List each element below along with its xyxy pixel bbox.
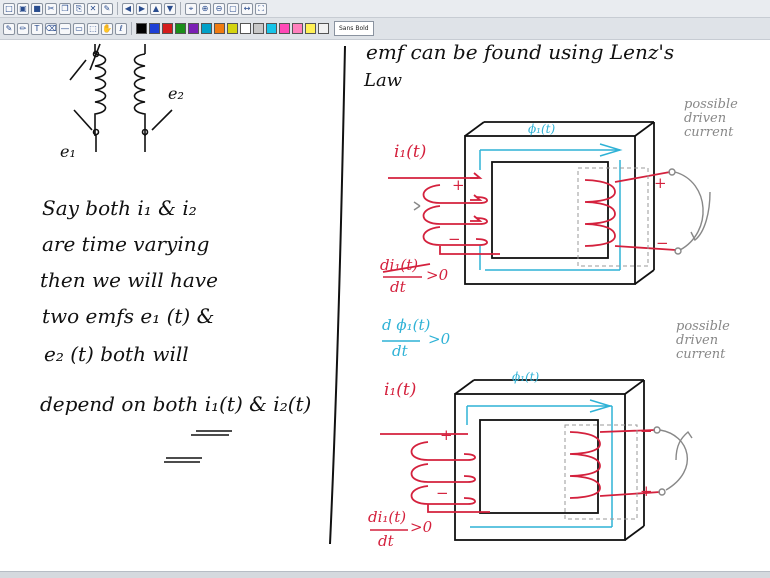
d2-current-label: i₁(t) xyxy=(384,380,417,400)
copy-icon[interactable]: ❐ xyxy=(59,2,71,15)
hand-tool-icon[interactable]: ✋ xyxy=(101,22,113,35)
right-heading-2: Law xyxy=(364,70,403,91)
d1-condition-num: di₁(t) xyxy=(380,256,419,274)
d2-condition-num: di₁(t) xyxy=(368,508,407,526)
coil-label-e1: e₁ xyxy=(60,142,76,161)
toolbar-separator xyxy=(117,2,118,15)
zoom-page-icon[interactable]: ▢ xyxy=(227,2,239,15)
fullscreen-icon[interactable]: ⛶ xyxy=(255,2,267,15)
zoom-width-icon[interactable]: ↔ xyxy=(241,2,253,15)
new-page-icon[interactable]: □ xyxy=(3,2,15,15)
note-line-2: are time varying xyxy=(42,232,210,256)
color-swatch[interactable] xyxy=(253,23,264,34)
d1-plus-left: + xyxy=(452,176,465,194)
coil-label-e2: e₂ xyxy=(168,84,184,103)
color-swatch[interactable] xyxy=(240,23,251,34)
horizontal-scrollbar[interactable] xyxy=(0,571,770,578)
flux-condition-rel: >0 xyxy=(428,330,451,348)
d1-plus-right: + xyxy=(654,174,667,192)
pen-tool-icon[interactable]: ✎ xyxy=(3,22,15,35)
paste-icon[interactable]: ⎘ xyxy=(73,2,85,15)
select-tool-icon[interactable]: ⬚ xyxy=(87,22,99,35)
color-swatch[interactable] xyxy=(214,23,225,34)
right-heading: emf can be found using Lenz's xyxy=(366,40,675,64)
save-icon[interactable]: ■ xyxy=(31,2,43,15)
d1-driven-note: possible driven current xyxy=(684,97,738,140)
eraser-icon[interactable]: ⌫ xyxy=(45,22,57,35)
note-line-4: two emfs e₁ (t) & xyxy=(42,304,215,328)
toolbar-separator xyxy=(180,2,181,15)
delete-icon[interactable]: ✕ xyxy=(87,2,99,15)
zoom-out-icon[interactable]: ⊖ xyxy=(213,2,225,15)
note-line-1: Say both i₁ & i₂ xyxy=(42,196,197,220)
page-divider xyxy=(329,45,346,545)
font-selector[interactable]: Sans Bold xyxy=(334,21,374,36)
d1-minus-right: − xyxy=(656,234,669,252)
rect-tool-icon[interactable]: ▭ xyxy=(73,22,85,35)
pen-icon[interactable]: ✎ xyxy=(101,2,113,15)
note-line-3: then we will have xyxy=(40,268,218,292)
color-swatch[interactable] xyxy=(279,23,290,34)
d2-minus-left: − xyxy=(436,484,449,502)
down-icon[interactable]: ▼ xyxy=(164,2,176,15)
primary-winding-2 xyxy=(380,429,661,513)
primary-winding-1 xyxy=(382,171,677,273)
d2-condition-rel: >0 xyxy=(410,518,433,536)
color-swatch[interactable] xyxy=(266,23,277,34)
color-swatch[interactable] xyxy=(162,23,173,34)
note-line-6: depend on both i₁(t) & i₂(t) xyxy=(40,392,312,416)
flux-condition-den: dt xyxy=(392,342,408,360)
d1-minus-left: − xyxy=(448,230,461,248)
driven-current-arrow-2 xyxy=(653,426,693,496)
open-icon[interactable]: ▣ xyxy=(17,2,29,15)
d2-plus-right: + xyxy=(640,482,653,500)
color-swatch[interactable] xyxy=(305,23,316,34)
zoom-fit-icon[interactable]: ⌖ xyxy=(185,2,197,15)
transformer-core-1 xyxy=(464,121,655,285)
back-icon[interactable]: ◀ xyxy=(122,2,134,15)
text-tool-icon[interactable]: T xyxy=(31,22,43,35)
pen-toolbar: ✎✏T⌫―▭⬚✋ℓ Sans Bold xyxy=(0,18,770,40)
ink-layer xyxy=(69,43,711,545)
d2-flux-label: ϕ₁(t) xyxy=(512,370,540,384)
color-swatch[interactable] xyxy=(292,23,303,34)
color-swatch[interactable] xyxy=(201,23,212,34)
d1-condition-den: dt xyxy=(390,278,406,296)
whiteboard-canvas[interactable]: e₁ e₂ Say both i₁ & i₂ are time varying … xyxy=(0,40,770,578)
flux-path-2 xyxy=(466,399,613,528)
color-swatch[interactable] xyxy=(318,23,329,34)
flux-path-1 xyxy=(479,143,623,271)
d1-current-label: i₁(t) xyxy=(394,142,427,162)
highlighter-icon[interactable]: ✏ xyxy=(17,22,29,35)
up-icon[interactable]: ▲ xyxy=(150,2,162,15)
color-swatch[interactable] xyxy=(227,23,238,34)
d2-driven-note: possible driven current xyxy=(676,319,730,362)
note-line-5: e₂ (t) both will xyxy=(44,342,189,366)
d1-condition-rel: >0 xyxy=(426,266,449,284)
d2-minus-right: − xyxy=(640,422,653,440)
main-toolbar: □▣■✂❐⎘✕✎ ◀▶▲▼ ⌖⊕⊖▢↔⛶ xyxy=(0,0,770,18)
line-tool-icon[interactable]: ― xyxy=(59,22,71,35)
color-swatch[interactable] xyxy=(149,23,160,34)
zoom-in-icon[interactable]: ⊕ xyxy=(199,2,211,15)
forward-icon[interactable]: ▶ xyxy=(136,2,148,15)
driven-current-arrow-1 xyxy=(413,168,711,255)
coupled-coils-sketch xyxy=(69,43,173,152)
transformer-core-2 xyxy=(454,379,645,541)
color-swatch[interactable] xyxy=(136,23,147,34)
color-swatch[interactable] xyxy=(175,23,186,34)
toolbar-separator xyxy=(131,22,132,35)
flux-condition-num: d ϕ₁(t) xyxy=(382,316,431,334)
cut-icon[interactable]: ✂ xyxy=(45,2,57,15)
color-swatch[interactable] xyxy=(188,23,199,34)
d2-condition-den: dt xyxy=(378,532,394,550)
d1-flux-label: ϕ₁(t) xyxy=(528,122,556,136)
d2-plus-left: + xyxy=(440,426,453,444)
lasso-icon[interactable]: ℓ xyxy=(115,22,127,35)
